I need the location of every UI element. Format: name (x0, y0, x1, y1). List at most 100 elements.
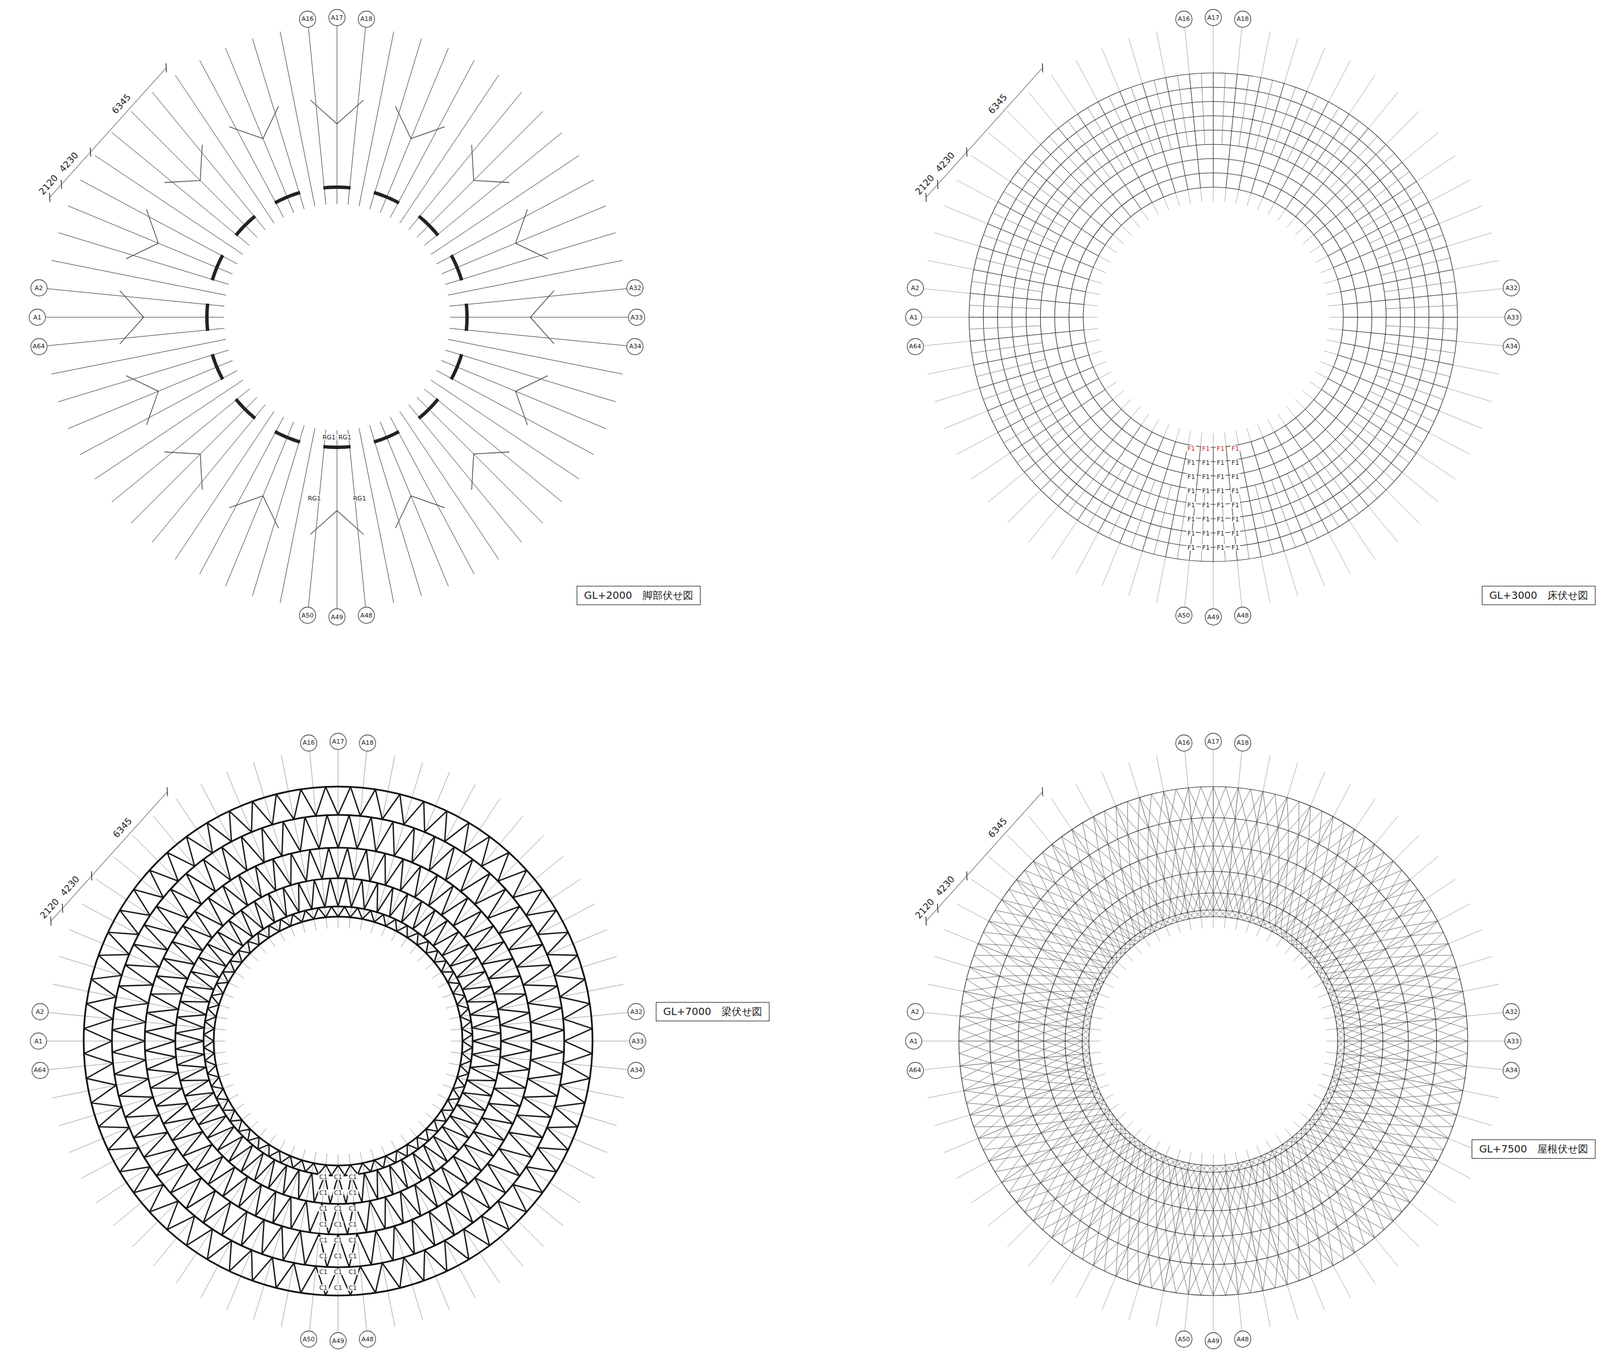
grid-axis-line (369, 38, 422, 209)
grid-axis-line (437, 903, 595, 988)
roof-rib (1337, 1015, 1467, 1029)
grid-axis-line (1224, 27, 1242, 202)
grid-axis-line (175, 75, 275, 224)
dimension-label: 2120 (36, 172, 61, 198)
grid-axis-line (1213, 433, 1214, 609)
bubble-circle (906, 1003, 924, 1020)
bubble-circle (1205, 733, 1222, 750)
bubble-circle (905, 309, 923, 326)
roof-rib (1116, 805, 1166, 926)
axis-label: A2 (910, 284, 920, 292)
truss-member (84, 786, 593, 1296)
grid-axis-line (988, 855, 1126, 970)
grid-axis-line (1213, 749, 1214, 928)
grid-bubble: A49 (328, 608, 346, 626)
member-label: F1 (1186, 544, 1196, 551)
member-label: C1 (347, 1189, 359, 1196)
axis-label: A17 (1207, 738, 1220, 745)
roof-rib (1188, 787, 1202, 918)
floor-joist (973, 342, 1086, 365)
grid-axis-line (80, 179, 238, 264)
grid-axis-line (923, 1052, 1101, 1070)
floor-joist (987, 366, 1094, 411)
floor-joist (976, 359, 1046, 377)
grid-axis-line (1185, 750, 1203, 928)
roof-ring (1065, 892, 1362, 1189)
grid-axis-line (934, 351, 1103, 402)
floor-joist (1316, 455, 1360, 514)
floor-joist (970, 293, 1084, 305)
roof-rib (1213, 1165, 1214, 1296)
ring-girder (323, 187, 351, 188)
floor-joist (1295, 128, 1369, 217)
floor-joist (1130, 479, 1156, 548)
floor-joist (1010, 389, 1106, 453)
dimension-line (50, 791, 168, 921)
roof-rib (1260, 1155, 1311, 1276)
floor-joist (969, 317, 1084, 318)
roof-rib (1309, 1120, 1411, 1203)
floor-joist (983, 234, 1052, 259)
ring-girder (451, 254, 462, 280)
grid-bubble: A48 (359, 1330, 376, 1348)
truss-member (958, 786, 1468, 1296)
grid-bubble: A50 (300, 1330, 318, 1348)
grid-bubble: A17 (329, 732, 347, 750)
floor-ring-beam (1040, 144, 1387, 491)
drawing-title: GL+7000 梁伏せ図 (663, 1005, 763, 1018)
floor-joist (1369, 212, 1435, 244)
grid-axis-line (451, 1040, 630, 1042)
floor-joist (1226, 74, 1238, 188)
member-label: C1 (318, 1173, 330, 1180)
roof-ring (989, 817, 1437, 1265)
member-label: F1 (1200, 487, 1211, 495)
grid-axis-line (449, 328, 627, 347)
floor-joist (987, 223, 1094, 268)
grid-axis-line (1101, 771, 1171, 937)
floor-joist (1271, 87, 1296, 155)
dimension-tick (966, 871, 968, 881)
floor-joist (1032, 153, 1086, 202)
grid-axis-line (934, 956, 1105, 1009)
floor-joist (1313, 399, 1403, 473)
grid-axis-line (922, 317, 1098, 318)
grid-bubble: A2 (30, 279, 48, 297)
floor-joist (1087, 465, 1125, 527)
floor-joist (1017, 420, 1075, 464)
dimension-label: 2120 (37, 896, 62, 921)
member-label: C1 (333, 1221, 344, 1228)
axis-label: A1 (909, 1038, 919, 1045)
grid-axis-line (923, 1012, 1101, 1031)
grid-axis-line (934, 1073, 1105, 1126)
roof-rib (1188, 1164, 1202, 1295)
leg-brace (515, 375, 548, 425)
leg-brace (126, 375, 159, 425)
floor-plan (922, 26, 1505, 609)
member-label: C1 (347, 1205, 359, 1212)
grid-axis-line (81, 1093, 239, 1178)
grid-axis-line (381, 1145, 451, 1310)
member-label: F1 (1230, 502, 1240, 509)
grid-axis-line (1185, 1153, 1203, 1331)
member-label: F1 (1200, 445, 1211, 452)
floor-joist (1067, 120, 1111, 179)
bubble-circle (30, 338, 47, 356)
roof-rib (1292, 844, 1375, 945)
grid-bubble: A50 (1175, 1330, 1193, 1348)
grid-axis-line (1285, 1128, 1399, 1266)
grid-axis-line (225, 48, 294, 213)
roof-rib (1016, 879, 1118, 963)
floor-joist (969, 305, 1042, 309)
floor-joist (1285, 114, 1349, 210)
bubble-circle (626, 338, 644, 356)
grid-axis-line (1328, 328, 1504, 346)
dimension-tick (50, 916, 52, 926)
roof-ring (1082, 909, 1345, 1173)
axis-label: A34 (1505, 1066, 1519, 1074)
beam-ring (144, 847, 532, 1235)
floor-joist (1375, 234, 1444, 259)
dimension-label: 4230 (933, 149, 958, 175)
ring-girder (235, 215, 255, 236)
grid-axis-line (923, 288, 1098, 306)
grid-axis-line (449, 288, 627, 307)
